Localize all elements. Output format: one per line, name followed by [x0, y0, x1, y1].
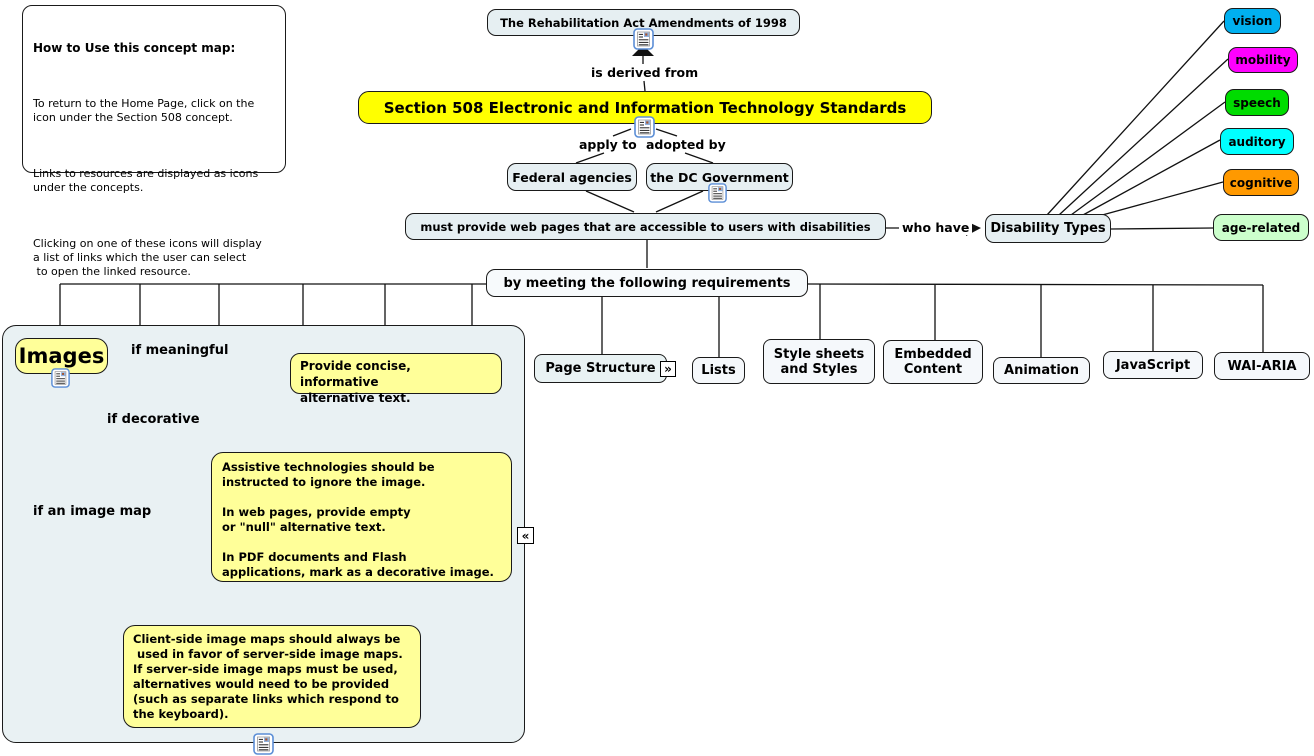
- concept-images-label: Images: [18, 343, 105, 368]
- resource-link-icon[interactable]: [633, 28, 654, 50]
- instructions-para: Links to resources are displayed as icon…: [33, 167, 259, 194]
- link-label-is-derived-from: is derived from: [591, 65, 699, 80]
- collapse-glyph: «: [521, 528, 530, 543]
- concept-vision-label: vision: [1232, 14, 1273, 28]
- concept-auditory-label: auditory: [1228, 134, 1286, 149]
- concept-disability-types-label: Disability Types: [990, 221, 1106, 236]
- concept-animation-label: Animation: [1004, 363, 1079, 378]
- concept-page-structure-label: Page Structure: [545, 361, 656, 376]
- concept-mobility-label: mobility: [1235, 53, 1291, 67]
- concept-javascript-label: JavaScript: [1115, 357, 1191, 373]
- expand-subtree-icon[interactable]: »: [660, 361, 676, 377]
- resource-link-icon[interactable]: [708, 183, 727, 203]
- note-meaningful-text: Provide concise, informative alternative…: [300, 359, 411, 405]
- concept-must-provide: must provide web pages that are accessib…: [405, 213, 886, 240]
- concept-wai-aria-label: WAI-ARIA: [1227, 358, 1297, 374]
- concept-embedded-content-label: Embedded Content: [894, 347, 972, 377]
- concept-javascript: JavaScript: [1103, 351, 1203, 379]
- concept-federal-agencies-label: Federal agencies: [512, 169, 632, 185]
- concept-mobility: mobility: [1228, 47, 1298, 73]
- resource-link-icon[interactable]: [253, 733, 274, 755]
- concept-images: Images: [15, 338, 108, 374]
- concept-page-structure: Page Structure: [534, 354, 667, 383]
- resource-link-icon[interactable]: [51, 368, 70, 388]
- link-label-if-decorative: if decorative: [107, 412, 200, 427]
- concept-embedded-content: Embedded Content: [883, 340, 983, 384]
- instructions-title: How to Use this concept map:: [33, 41, 236, 55]
- concept-dc-government-label: the DC Government: [650, 169, 789, 185]
- concept-speech-label: speech: [1233, 95, 1281, 110]
- note-image-maps: Client-side image maps should always be …: [123, 625, 421, 728]
- concept-age-related-label: age-related: [1221, 220, 1301, 235]
- link-label-apply-to: apply to: [579, 137, 637, 152]
- concept-auditory: auditory: [1220, 128, 1294, 155]
- collapse-submap-icon[interactable]: «: [517, 527, 534, 544]
- concept-by-meeting-label: by meeting the following requirements: [503, 275, 791, 291]
- note-decorative-text: Assistive technologies should be instruc…: [222, 460, 494, 579]
- concept-dc-government: the DC Government: [646, 163, 793, 191]
- concept-speech: speech: [1225, 89, 1289, 116]
- note-decorative-images: Assistive technologies should be instruc…: [211, 452, 512, 582]
- concept-style-sheets: Style sheets and Styles: [763, 339, 875, 384]
- link-label-if-image-map: if an image map: [33, 504, 152, 519]
- link-label-if-meaningful: if meaningful: [131, 343, 229, 358]
- concept-federal-agencies: Federal agencies: [507, 163, 637, 191]
- concept-animation: Animation: [993, 357, 1090, 384]
- resource-link-icon-home[interactable]: [634, 116, 655, 138]
- concept-rehab-act-label: The Rehabilitation Act Amendments of 199…: [500, 15, 787, 30]
- concept-must-provide-label: must provide web pages that are accessib…: [420, 219, 871, 234]
- note-image-maps-text: Client-side image maps should always be …: [133, 632, 403, 721]
- arrow-up-icon: [632, 45, 654, 56]
- concept-cognitive-label: cognitive: [1229, 175, 1293, 190]
- concept-vision: vision: [1224, 8, 1281, 34]
- note-meaningful-alt-text: Provide concise, informative alternative…: [290, 353, 502, 405]
- instructions-note: How to Use this concept map: To return t…: [22, 5, 286, 278]
- concept-lists: Lists: [692, 357, 745, 384]
- link-label-who-have: who have: [899, 220, 973, 235]
- concept-section-508-label: Section 508 Electronic and Information T…: [383, 98, 907, 117]
- concept-wai-aria: WAI-ARIA: [1214, 352, 1310, 380]
- instructions-para: Clicking on one of these icons will disp…: [33, 237, 262, 278]
- concept-lists-label: Lists: [701, 363, 736, 378]
- concept-by-meeting-requirements: by meeting the following requirements: [486, 269, 808, 297]
- instructions-para: To return to the Home Page, click on the…: [33, 97, 255, 124]
- concept-age-related: age-related: [1213, 214, 1309, 241]
- expand-glyph: »: [664, 362, 672, 376]
- link-label-adopted-by: adopted by: [646, 137, 726, 152]
- concept-style-sheets-label: Style sheets and Styles: [773, 346, 865, 377]
- concept-disability-types: Disability Types: [985, 214, 1111, 243]
- concept-cognitive: cognitive: [1223, 169, 1299, 196]
